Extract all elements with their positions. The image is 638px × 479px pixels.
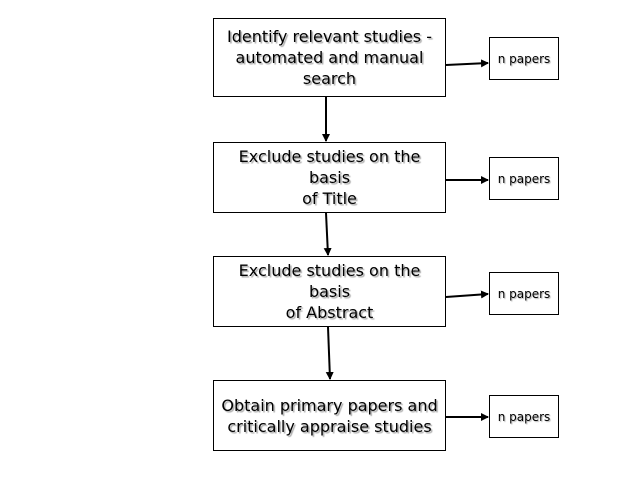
count-box-appraise: n papers xyxy=(489,395,559,438)
step-exclude-by-title: Exclude studies on the basis of Title xyxy=(213,142,446,213)
arrow-step1-to-count1 xyxy=(445,59,489,68)
count-box-abstract: n papers xyxy=(489,272,559,315)
count-box-title: n papers xyxy=(489,157,559,200)
step-identify-studies: Identify relevant studies - automated an… xyxy=(213,18,446,97)
count-box-identify: n papers xyxy=(489,37,559,80)
step-obtain-and-appraise: Obtain primary papers and critically app… xyxy=(213,380,446,451)
step-exclude-by-abstract: Exclude studies on the basis of Abstract xyxy=(213,256,446,327)
arrow-step2-to-step3 xyxy=(323,212,332,256)
arrow-step3-to-count3 xyxy=(445,290,489,299)
arrow-step3-to-step4 xyxy=(325,326,334,380)
